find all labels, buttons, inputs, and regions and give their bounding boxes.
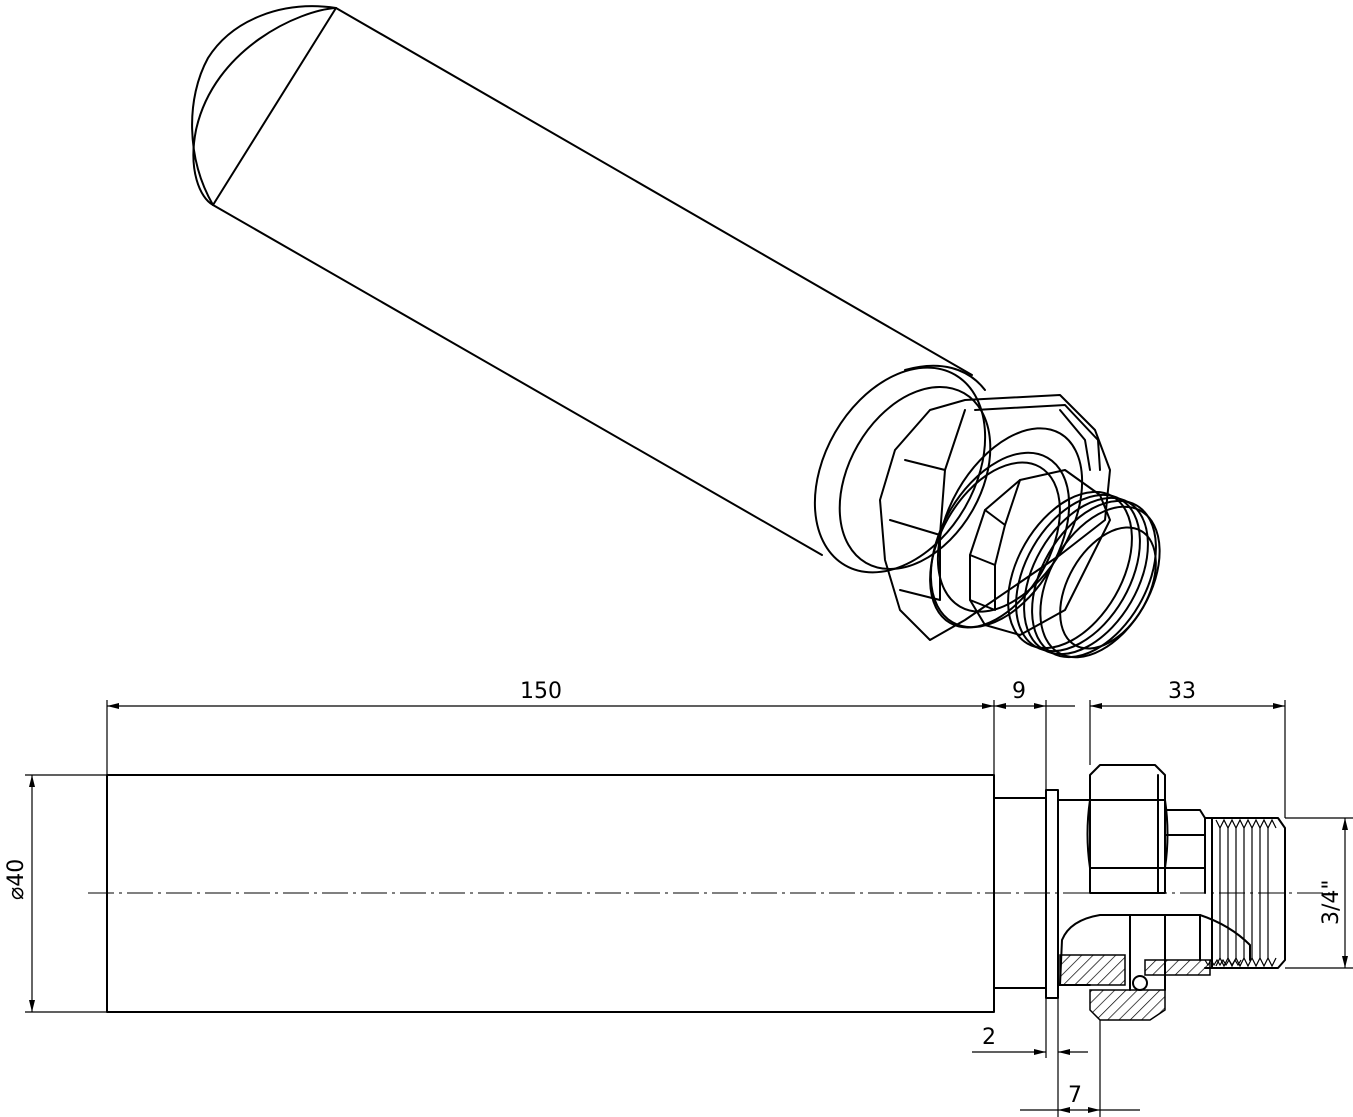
- dim-fitting-length: 33: [1168, 679, 1196, 704]
- iso-pipe: [191, 5, 973, 556]
- dimension-lines: [29, 703, 1348, 1113]
- isometric-view: [191, 5, 1161, 659]
- cross-section: [1059, 914, 1251, 1021]
- dim-pipe-diameter: ⌀40: [4, 859, 29, 900]
- dim-collar-length: 9: [1012, 679, 1026, 704]
- iso-threaded-end: [1007, 490, 1161, 659]
- inner-hex: [1164, 809, 1206, 894]
- flange: [1045, 789, 1059, 999]
- iso-inner-hex: [969, 469, 1111, 636]
- extension-lines: [25, 700, 1353, 1117]
- dim-flange-thickness: 2: [982, 1025, 996, 1050]
- dim-thread-size: 3/4": [1319, 879, 1344, 925]
- orthographic-view: 150 9 33 2 7 ⌀40 3/4": [4, 679, 1353, 1117]
- thread: [1204, 817, 1286, 969]
- dim-pipe-length: 150: [520, 679, 562, 704]
- dimension-labels: 150 9 33 2 7 ⌀40 3/4": [4, 679, 1344, 1108]
- dim-offset-length: 7: [1068, 1083, 1082, 1108]
- union-nut: [1086, 764, 1169, 894]
- iso-collar: [813, 364, 992, 574]
